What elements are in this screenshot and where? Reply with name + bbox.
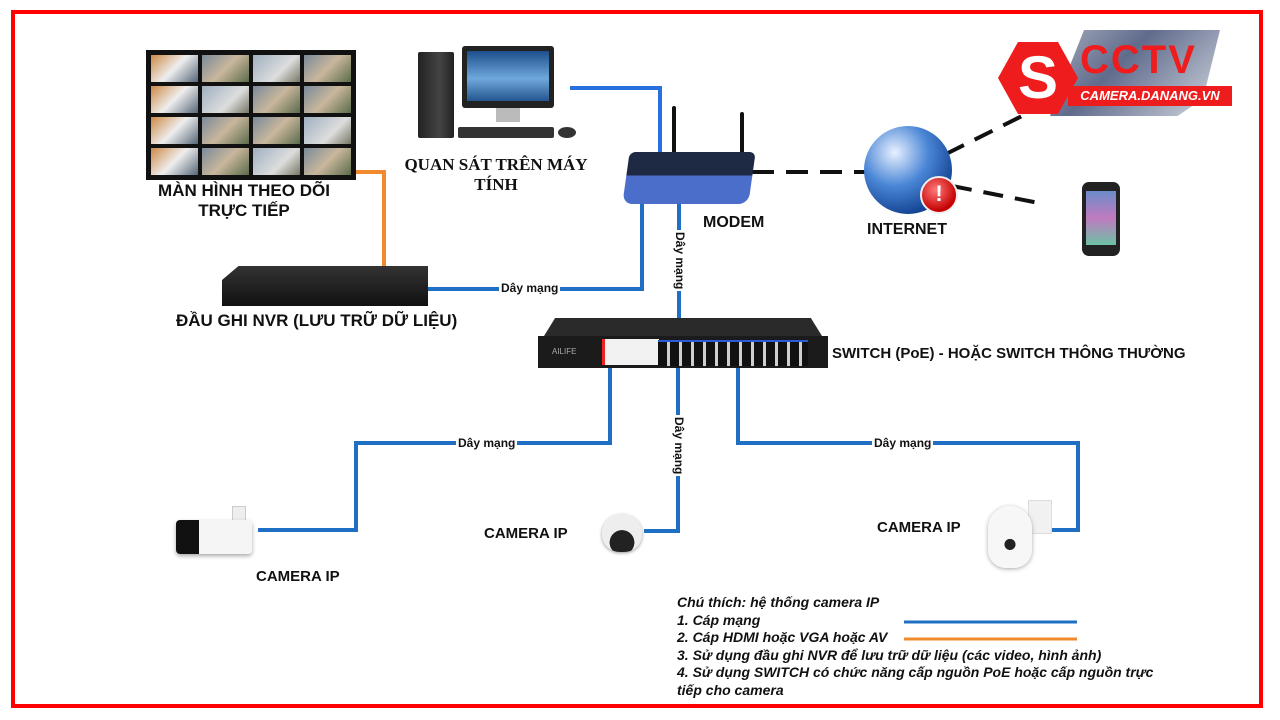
switch-label: SWITCH (PoE) - HOẶC SWITCH THÔNG THƯỜNG — [832, 345, 1186, 362]
pc-monitor-stand — [496, 108, 520, 122]
cable-label-switch-bullet: Dây mạng — [456, 436, 518, 450]
monitor-wall-label-line1: MÀN HÌNH THEO DÕI — [158, 181, 330, 200]
bullet-camera-icon — [176, 520, 252, 554]
cable-label-modem-switch: Dây mạng — [673, 230, 687, 292]
pc-monitor-icon — [462, 46, 554, 108]
ptz-camera-label: CAMERA IP — [877, 519, 961, 536]
poe-switch-icon: AILIFE — [538, 318, 828, 368]
mouse-icon — [558, 127, 576, 138]
router-antenna-left — [672, 106, 676, 162]
alert-icon: ! — [920, 176, 958, 214]
computer-label-line1: QUAN SÁT TRÊN MÁY — [404, 155, 588, 174]
legend-item-switch: 4. Sử dụng SWITCH có chức năng cấp nguồn… — [677, 664, 1154, 680]
ptz-camera-icon — [988, 506, 1032, 568]
smartphone-icon — [1082, 182, 1120, 256]
network-cable-switch-ptz — [736, 368, 1080, 532]
monitor-wall-image — [146, 50, 356, 180]
network-cable-switch-bullet — [258, 368, 612, 532]
legend-item-nvr: 3. Sử dụng đầu ghi NVR để lưu trữ dữ liệ… — [677, 646, 1102, 663]
nvr-label: ĐẦU GHI NVR (LƯU TRỮ DỮ LIỆU) — [176, 311, 458, 330]
computer-label: QUAN SÁT TRÊN MÁY TÍNH — [396, 155, 596, 195]
hdmi-cable-monitor-nvr — [356, 170, 386, 268]
nvr-recorder-icon — [222, 266, 428, 306]
router-antenna-right — [740, 112, 744, 166]
keyboard-icon — [458, 127, 554, 138]
dome-camera-icon — [602, 514, 642, 552]
network-cable-nvr-modem — [428, 198, 644, 291]
logo-letter: S — [1017, 44, 1059, 111]
cable-label-nvr-modem: Dây mạng — [499, 281, 561, 295]
monitor-wall-label-line2: TRỰC TIẾP — [198, 201, 290, 220]
internet-link-laptop — [945, 110, 1031, 156]
pc-tower-icon — [418, 52, 454, 138]
dome-camera-label: CAMERA IP — [484, 525, 568, 542]
modem-router-icon — [622, 152, 756, 204]
legend-item-network-cable: 1. Cáp mạng — [677, 611, 761, 628]
internet-link-phone — [951, 184, 1045, 206]
modem-label: MODEM — [703, 214, 765, 231]
logo-brand: CCTV — [1080, 38, 1197, 82]
legend-item-switch-cont: tiếp cho camera — [677, 681, 784, 698]
switch-brand: AILIFE — [552, 347, 577, 356]
switch-ports — [658, 340, 808, 366]
cctv-logo: S CCTV CAMERA.DANANG.VN — [998, 38, 1234, 116]
cable-label-switch-ptz: Dây mạng — [872, 436, 934, 450]
cable-label-switch-dome: Dây mạng — [672, 415, 686, 477]
legend-title: Chú thích: hệ thống camera IP — [677, 594, 880, 610]
legend: Chú thích: hệ thống camera IP 1. Cáp mạn… — [677, 594, 1153, 699]
computer-label-line2: TÍNH — [474, 175, 518, 194]
bullet-camera-label: CAMERA IP — [256, 568, 340, 585]
diagram-frame — [11, 10, 1263, 708]
monitor-wall-label: MÀN HÌNH THEO DÕI TRỰC TIẾP — [152, 181, 336, 221]
network-cable-pc-modem — [570, 86, 662, 154]
internet-label: INTERNET — [867, 221, 947, 238]
legend-item-hdmi-cable: 2. Cáp HDMI hoặc VGA hoặc AV — [677, 629, 888, 645]
logo-subtitle: CAMERA.DANANG.VN — [1068, 86, 1232, 106]
